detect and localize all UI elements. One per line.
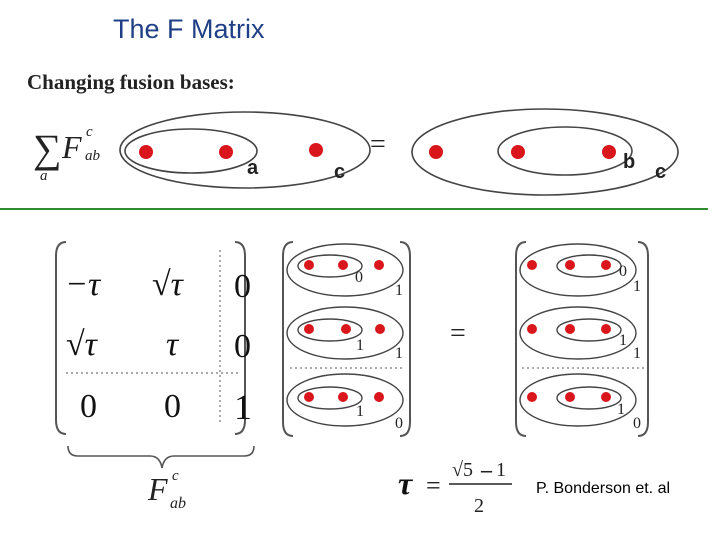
- section-heading: Changing fusion bases:: [27, 70, 235, 94]
- matrix-cell: τ: [166, 326, 180, 363]
- outer-fusion-label: 0: [633, 415, 641, 432]
- rhs-label-c: c: [655, 161, 666, 183]
- basis-inner-ellipse: [556, 318, 622, 342]
- lhs-label-a: a: [247, 157, 259, 179]
- anyon-dot: [602, 145, 616, 159]
- basis-outer-ellipse: [286, 306, 404, 360]
- outer-fusion-label: 0: [395, 415, 403, 432]
- inner-fusion-label: 1: [356, 337, 364, 354]
- matrix-cell: √τ: [152, 266, 185, 303]
- rhs-fusion-diagram: b c: [411, 108, 679, 196]
- anyon-dot: [139, 145, 153, 159]
- tau-definition: τ = √5 – 1 2: [398, 457, 512, 517]
- anyon-dot: [374, 260, 384, 270]
- anyon-dot: [527, 324, 537, 334]
- basis-inner-ellipse: [297, 318, 363, 342]
- basis-inner-ellipse: [556, 386, 622, 410]
- rhs-outer-ellipse: [411, 108, 679, 196]
- equals-top: =: [370, 129, 386, 160]
- basis-outer-ellipse: [519, 306, 637, 360]
- f-symbol-brace: F: [147, 471, 168, 507]
- rhs-inner-ellipse: [497, 126, 633, 176]
- anyon-dot: [304, 324, 314, 334]
- anyon-dot: [601, 324, 611, 334]
- basis-outer-ellipse: [286, 373, 404, 427]
- anyon-dot: [341, 324, 351, 334]
- f-subscript-brace: ab: [170, 495, 186, 512]
- left-basis-column: 0 1 1 1 1 0: [282, 241, 411, 437]
- lhs-outer-ellipse: [119, 111, 371, 189]
- outer-fusion-label: 1: [633, 278, 641, 295]
- basis-inner-ellipse: [556, 254, 622, 278]
- anyon-dot: [511, 145, 525, 159]
- matrix-cell: 0: [234, 268, 251, 305]
- tau-numerator-one: 1: [496, 459, 506, 481]
- anyon-dot: [527, 260, 537, 270]
- basis-inner-ellipse: [297, 386, 363, 410]
- anyon-dot: [219, 145, 233, 159]
- inner-fusion-label: 1: [617, 401, 625, 418]
- tau-numerator-minus: –: [480, 457, 493, 482]
- inner-fusion-label: 0: [619, 263, 627, 280]
- sum-index: a: [40, 168, 48, 184]
- lhs-label-c: c: [334, 161, 345, 183]
- equals-basis: =: [450, 318, 466, 349]
- anyon-dot: [338, 260, 348, 270]
- anyon-dot: [338, 392, 348, 402]
- inner-fusion-label: 1: [356, 403, 364, 420]
- anyon-dot: [429, 145, 443, 159]
- anyon-dot: [527, 392, 537, 402]
- anyon-dot: [304, 260, 314, 270]
- matrix-left-bracket: [55, 241, 67, 435]
- tau-equals: =: [426, 471, 441, 500]
- matrix-cell: 1: [234, 387, 252, 427]
- matrix-cell: −τ: [65, 266, 102, 303]
- attribution: P. Bonderson et. al: [536, 480, 671, 497]
- matrix-cell: 0: [234, 328, 251, 365]
- f-symbol-top: F: [61, 129, 82, 165]
- right-basis-column: 0 1 1 1 1 0: [515, 241, 649, 437]
- anyon-dot: [601, 260, 611, 270]
- slide-title: The F Matrix: [113, 14, 265, 44]
- anyon-dot: [565, 392, 575, 402]
- anyon-dot: [601, 392, 611, 402]
- right-basis-open-bracket: [515, 241, 527, 437]
- f-superscript-top: c: [86, 124, 93, 140]
- anyon-dot: [309, 143, 323, 157]
- basis-inner-ellipse: [297, 254, 363, 278]
- tau-denominator: 2: [474, 495, 484, 517]
- inner-fusion-label: 0: [355, 269, 363, 286]
- anyon-dot: [375, 324, 385, 334]
- lhs-fusion-diagram: a c: [119, 111, 371, 189]
- rhs-label-b: b: [623, 151, 635, 173]
- anyon-dot: [304, 392, 314, 402]
- f-subscript-top: ab: [85, 148, 101, 164]
- anyon-dot: [374, 392, 384, 402]
- tau-symbol: τ: [398, 465, 414, 501]
- basis-outer-ellipse: [286, 243, 404, 297]
- right-basis-close-bracket: [637, 241, 649, 437]
- sum-symbol: ∑: [33, 126, 62, 171]
- matrix-cell: 0: [80, 388, 97, 425]
- outer-fusion-label: 1: [395, 282, 403, 299]
- matrix-cell: 0: [164, 388, 181, 425]
- anyon-dot: [565, 324, 575, 334]
- outer-fusion-label: 1: [633, 345, 641, 362]
- matrix-cell: √τ: [66, 326, 99, 363]
- inner-fusion-label: 1: [619, 332, 627, 349]
- lhs-inner-ellipse: [124, 128, 258, 174]
- matrix-right-bracket: [234, 241, 246, 435]
- left-basis-open-bracket: [282, 241, 294, 437]
- matrix-underbrace: [67, 445, 255, 469]
- basis-outer-ellipse: [519, 373, 637, 427]
- anyon-dot: [565, 260, 575, 270]
- f-superscript-brace: c: [172, 468, 179, 484]
- basis-outer-ellipse: [519, 243, 637, 297]
- tau-numerator-root: √5: [452, 459, 473, 481]
- left-basis-close-bracket: [399, 241, 411, 437]
- outer-fusion-label: 1: [395, 345, 403, 362]
